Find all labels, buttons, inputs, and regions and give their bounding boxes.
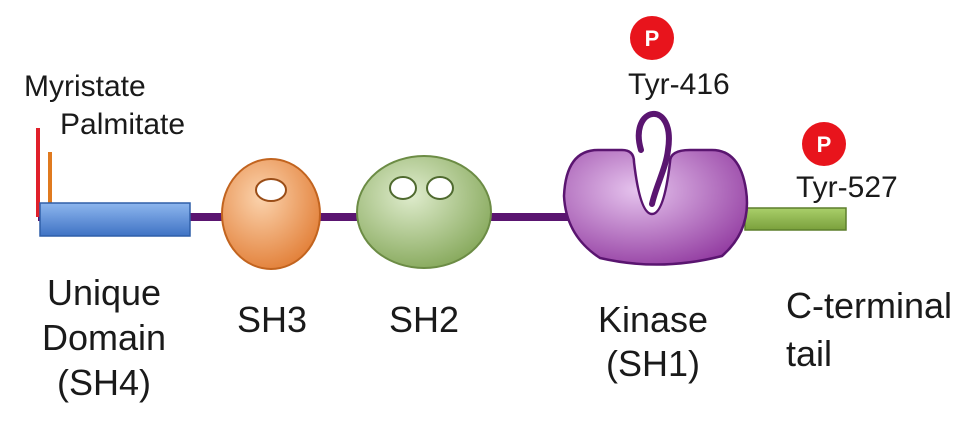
activation-loop <box>635 111 672 207</box>
sh3-label: SH3 <box>237 299 307 340</box>
sh2-binding-pocket-right <box>426 176 454 200</box>
phospho-badge-tyr527-text: P <box>817 132 832 157</box>
c-terminal-tail-bar <box>744 207 847 231</box>
phospho-badge-tyr527: P <box>802 122 846 166</box>
phospho-badge-tyr416-text: P <box>645 26 660 51</box>
c-terminal-tail-label-line2: tail <box>786 333 832 374</box>
sh3-binding-pocket <box>255 178 287 202</box>
tyr527-label: Tyr-527 <box>796 171 898 204</box>
unique-domain-label-line1: Unique <box>47 272 161 313</box>
sh3-domain-shape <box>221 158 321 270</box>
kinase-domain-shape <box>562 111 749 266</box>
palmitate-label: Palmitate <box>60 108 185 141</box>
tyr416-label: Tyr-416 <box>628 68 730 101</box>
phospho-badge-tyr416: P <box>630 16 674 60</box>
sh2-label: SH2 <box>389 299 459 340</box>
unique-domain-bar <box>39 202 191 237</box>
sh2-binding-pocket-left <box>389 176 417 200</box>
unique-domain-label-line2: Domain <box>42 317 166 358</box>
unique-domain-label-line3: (SH4) <box>57 362 151 403</box>
kinase-label-line1: Kinase <box>598 299 708 340</box>
sh2-domain-shape <box>356 155 492 269</box>
c-terminal-tail-label-line1: C-terminal <box>786 285 952 326</box>
myristate-label: Myristate <box>24 70 146 103</box>
kinase-label-line2: (SH1) <box>606 343 700 384</box>
